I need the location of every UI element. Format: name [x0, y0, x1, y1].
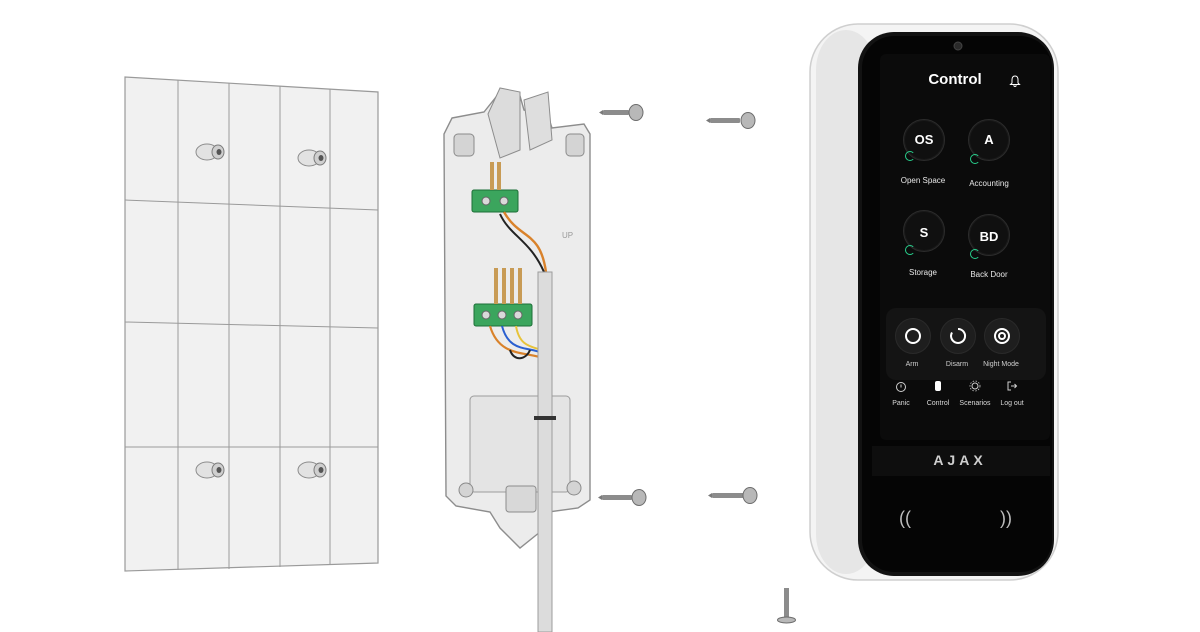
- keypad-device: [809, 23, 1059, 581]
- nav-panic[interactable]: Panic: [892, 400, 910, 407]
- tiled-wall: [124, 76, 379, 572]
- zone-status-ring: [970, 249, 980, 259]
- screw: [598, 489, 647, 506]
- zone-abbr: BD: [979, 229, 999, 244]
- nav-logout[interactable]: Log out: [1000, 400, 1024, 407]
- zone-status-ring: [970, 154, 980, 164]
- mounting-panel: UP: [443, 87, 591, 632]
- terminal-block-middle: [473, 268, 533, 327]
- disarm-button[interactable]: [940, 318, 976, 354]
- wall-anchor: [297, 149, 327, 167]
- disarm-icon: [950, 327, 967, 344]
- night-mode-button[interactable]: [984, 318, 1020, 354]
- screw: [599, 104, 644, 121]
- bell-icon[interactable]: [1009, 75, 1021, 87]
- zone-abbr: S: [919, 225, 929, 240]
- screw: [706, 112, 756, 129]
- panic-icon[interactable]: [894, 381, 908, 395]
- arm-button[interactable]: [895, 318, 931, 354]
- wall-anchor: [297, 461, 327, 479]
- disarm-label: Disarm: [945, 361, 969, 368]
- terminal-block-top: [471, 162, 519, 213]
- zone-abbr: OS: [914, 132, 934, 147]
- screw-vertical: [777, 588, 796, 624]
- arm-icon: [905, 328, 921, 344]
- nav-control[interactable]: Control: [926, 400, 950, 407]
- logout-icon[interactable]: [1005, 380, 1019, 394]
- zone-status-ring: [905, 151, 915, 161]
- screen-title: Control: [928, 71, 982, 88]
- wall-anchor: [195, 461, 225, 479]
- zone-name: Accounting: [969, 179, 1009, 188]
- zone-abbr: A: [984, 132, 994, 147]
- nfc-reader-icon-left: ((: [899, 508, 911, 528]
- zone-name: Storage: [908, 268, 938, 277]
- zone-name: Open Space: [900, 176, 946, 185]
- wall-anchor: [195, 143, 225, 161]
- screw: [708, 487, 758, 504]
- arm-label: Arm: [905, 361, 919, 368]
- night-mode-label: Night Mode: [983, 361, 1019, 368]
- nav-scenarios[interactable]: Scenarios: [959, 400, 991, 407]
- zone-name: Back Door: [970, 270, 1008, 279]
- zone-status-ring: [905, 245, 915, 255]
- brand-logo: AJAX: [933, 452, 987, 468]
- night-mode-icon: [994, 328, 1010, 344]
- panel-up-label: UP: [562, 231, 573, 240]
- scenarios-icon[interactable]: [968, 380, 982, 394]
- control-icon[interactable]: [931, 380, 945, 394]
- nfc-reader-icon-right: )): [1000, 508, 1012, 528]
